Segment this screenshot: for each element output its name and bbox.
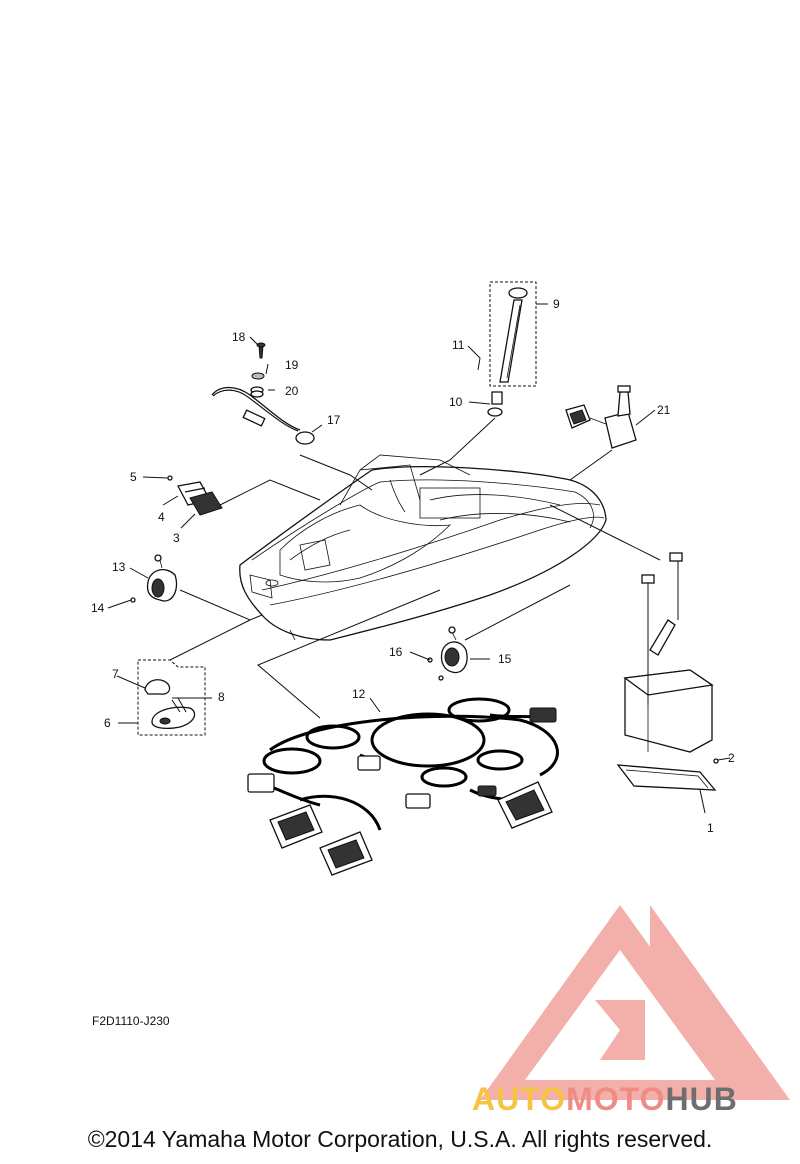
diagram-code: F2D1110-J230 [92, 1014, 170, 1028]
callout-18: 18 [232, 330, 246, 344]
switch-panel-assembly [167, 475, 223, 516]
callout-15: 15 [498, 652, 512, 666]
speaker-left [130, 554, 178, 603]
automotohub-watermark: AUTOMOTOHUB [472, 1081, 738, 1118]
callout-12: 12 [352, 687, 366, 701]
callout-11: 11 [452, 338, 465, 352]
watermark-auto: AUTO [472, 1081, 567, 1117]
automotohub-logo-mark [480, 905, 790, 1100]
callout-3: 3 [173, 531, 180, 545]
copyright-notice: ©2014 Yamaha Motor Corporation, U.S.A. A… [87, 1126, 713, 1152]
clip-part [473, 351, 481, 371]
callout-19: 19 [285, 358, 299, 372]
sensor-part [565, 385, 637, 449]
watermark-moto: MOTO [566, 1081, 666, 1117]
wire-harness [247, 697, 559, 876]
callout-16: 16 [389, 645, 403, 659]
watermark-hub: HUB [665, 1081, 738, 1117]
grommet-part [487, 391, 503, 417]
callout-8: 8 [218, 690, 225, 704]
callout-6: 6 [104, 716, 111, 730]
boat-hull-illustration [239, 454, 607, 641]
cable-assembly [211, 342, 315, 445]
callout-1: 1 [707, 821, 714, 835]
callout-5: 5 [130, 470, 137, 484]
callout-4: 4 [158, 510, 165, 524]
callout-14: 14 [91, 601, 105, 615]
leader-lines [107, 303, 731, 814]
fuel-sender-assembly [489, 281, 537, 387]
callout-2: 2 [728, 751, 735, 765]
callout-10: 10 [449, 395, 463, 409]
battery-and-box [616, 552, 719, 791]
callout-17: 17 [327, 413, 341, 427]
callout-13: 13 [112, 560, 126, 574]
callout-20: 20 [285, 384, 299, 398]
callout-21: 21 [657, 403, 671, 417]
callout-7: 7 [112, 667, 119, 681]
callout-9: 9 [553, 297, 560, 311]
speaker-right [427, 626, 468, 681]
